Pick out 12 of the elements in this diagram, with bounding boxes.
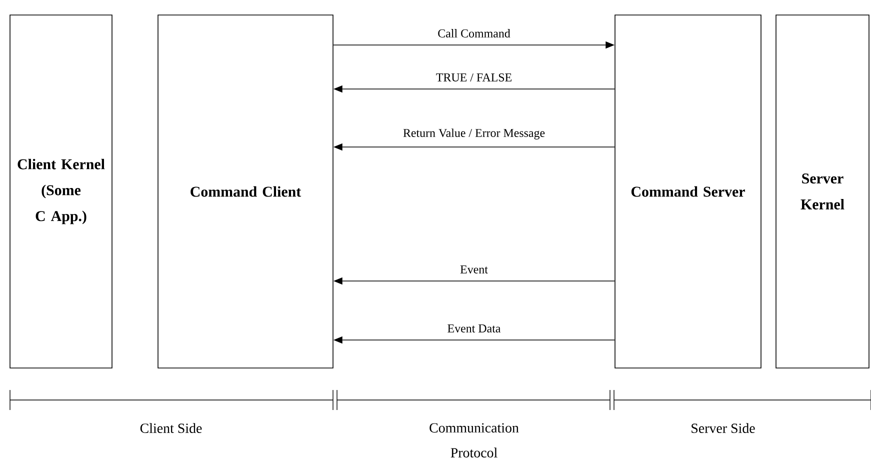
edge-label: Event Data	[448, 324, 501, 332]
component-box: Server Kernel	[776, 14, 870, 368]
edge-label: Event	[460, 266, 488, 274]
edge-label: Call Command	[438, 29, 510, 38]
edge-label: Return Value / Error Message	[403, 128, 545, 140]
section-label: Server Side	[692, 423, 755, 433]
component-box: Command Server	[614, 14, 762, 368]
section-label: Communication Protocol	[430, 423, 519, 458]
component-box: Client Kernel (Some C App.)	[10, 14, 112, 368]
section-label: Client Side	[140, 423, 202, 433]
edge-label: TRUE / FALSE	[436, 73, 512, 82]
component-box: Command Client	[158, 14, 334, 368]
